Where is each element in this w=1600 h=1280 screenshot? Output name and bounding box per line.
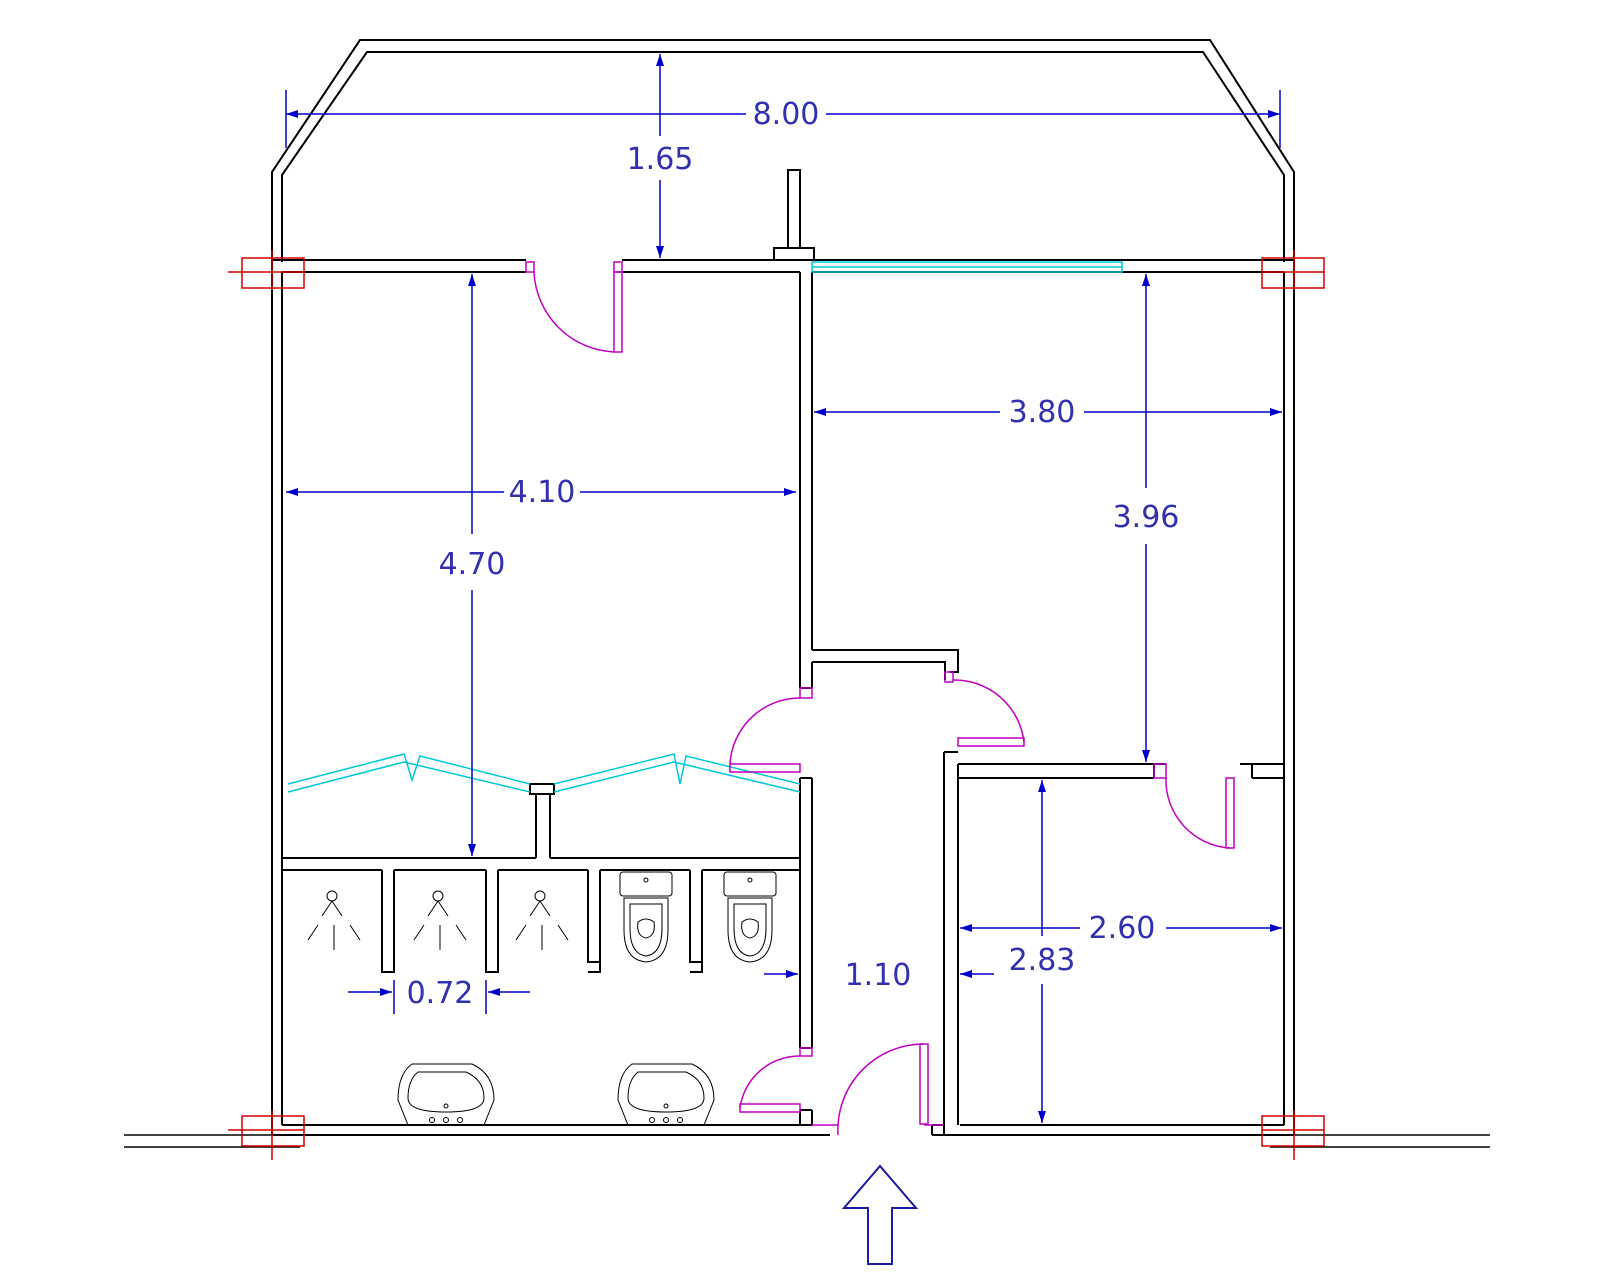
interior-walls [282, 169, 1284, 1135]
exterior-walls [124, 259, 1490, 1148]
dim-left-room-width: 4.10 [509, 475, 576, 510]
dim-right-room-depth: 3.96 [1113, 500, 1180, 535]
dim-right-room-width: 3.80 [1009, 395, 1076, 430]
shower-icon [307, 890, 361, 950]
sink-icon [397, 1063, 495, 1126]
toilet-icon [723, 871, 777, 963]
dim-balcony-depth: 1.65 [627, 142, 694, 177]
toilet-icon [619, 871, 673, 963]
dim-stall-width: 0.72 [407, 976, 474, 1011]
shower-icon [515, 890, 569, 950]
balcony-outline [271, 39, 1295, 262]
dim-bottom-room-depth: 2.83 [1009, 943, 1076, 978]
dimension-lines [285, 54, 1282, 1123]
entrance-arrow-icon [841, 1164, 919, 1265]
dim-bottom-room-width: 2.60 [1089, 911, 1156, 946]
sink-icon [617, 1063, 715, 1126]
dim-overall-width: 8.00 [753, 97, 820, 132]
shower-icon [413, 890, 467, 950]
dim-left-room-depth: 4.70 [439, 547, 506, 582]
windows [287, 261, 1123, 793]
columns [228, 250, 1325, 1160]
dim-corridor-width: 1.10 [845, 958, 912, 993]
doors [525, 261, 1235, 1136]
